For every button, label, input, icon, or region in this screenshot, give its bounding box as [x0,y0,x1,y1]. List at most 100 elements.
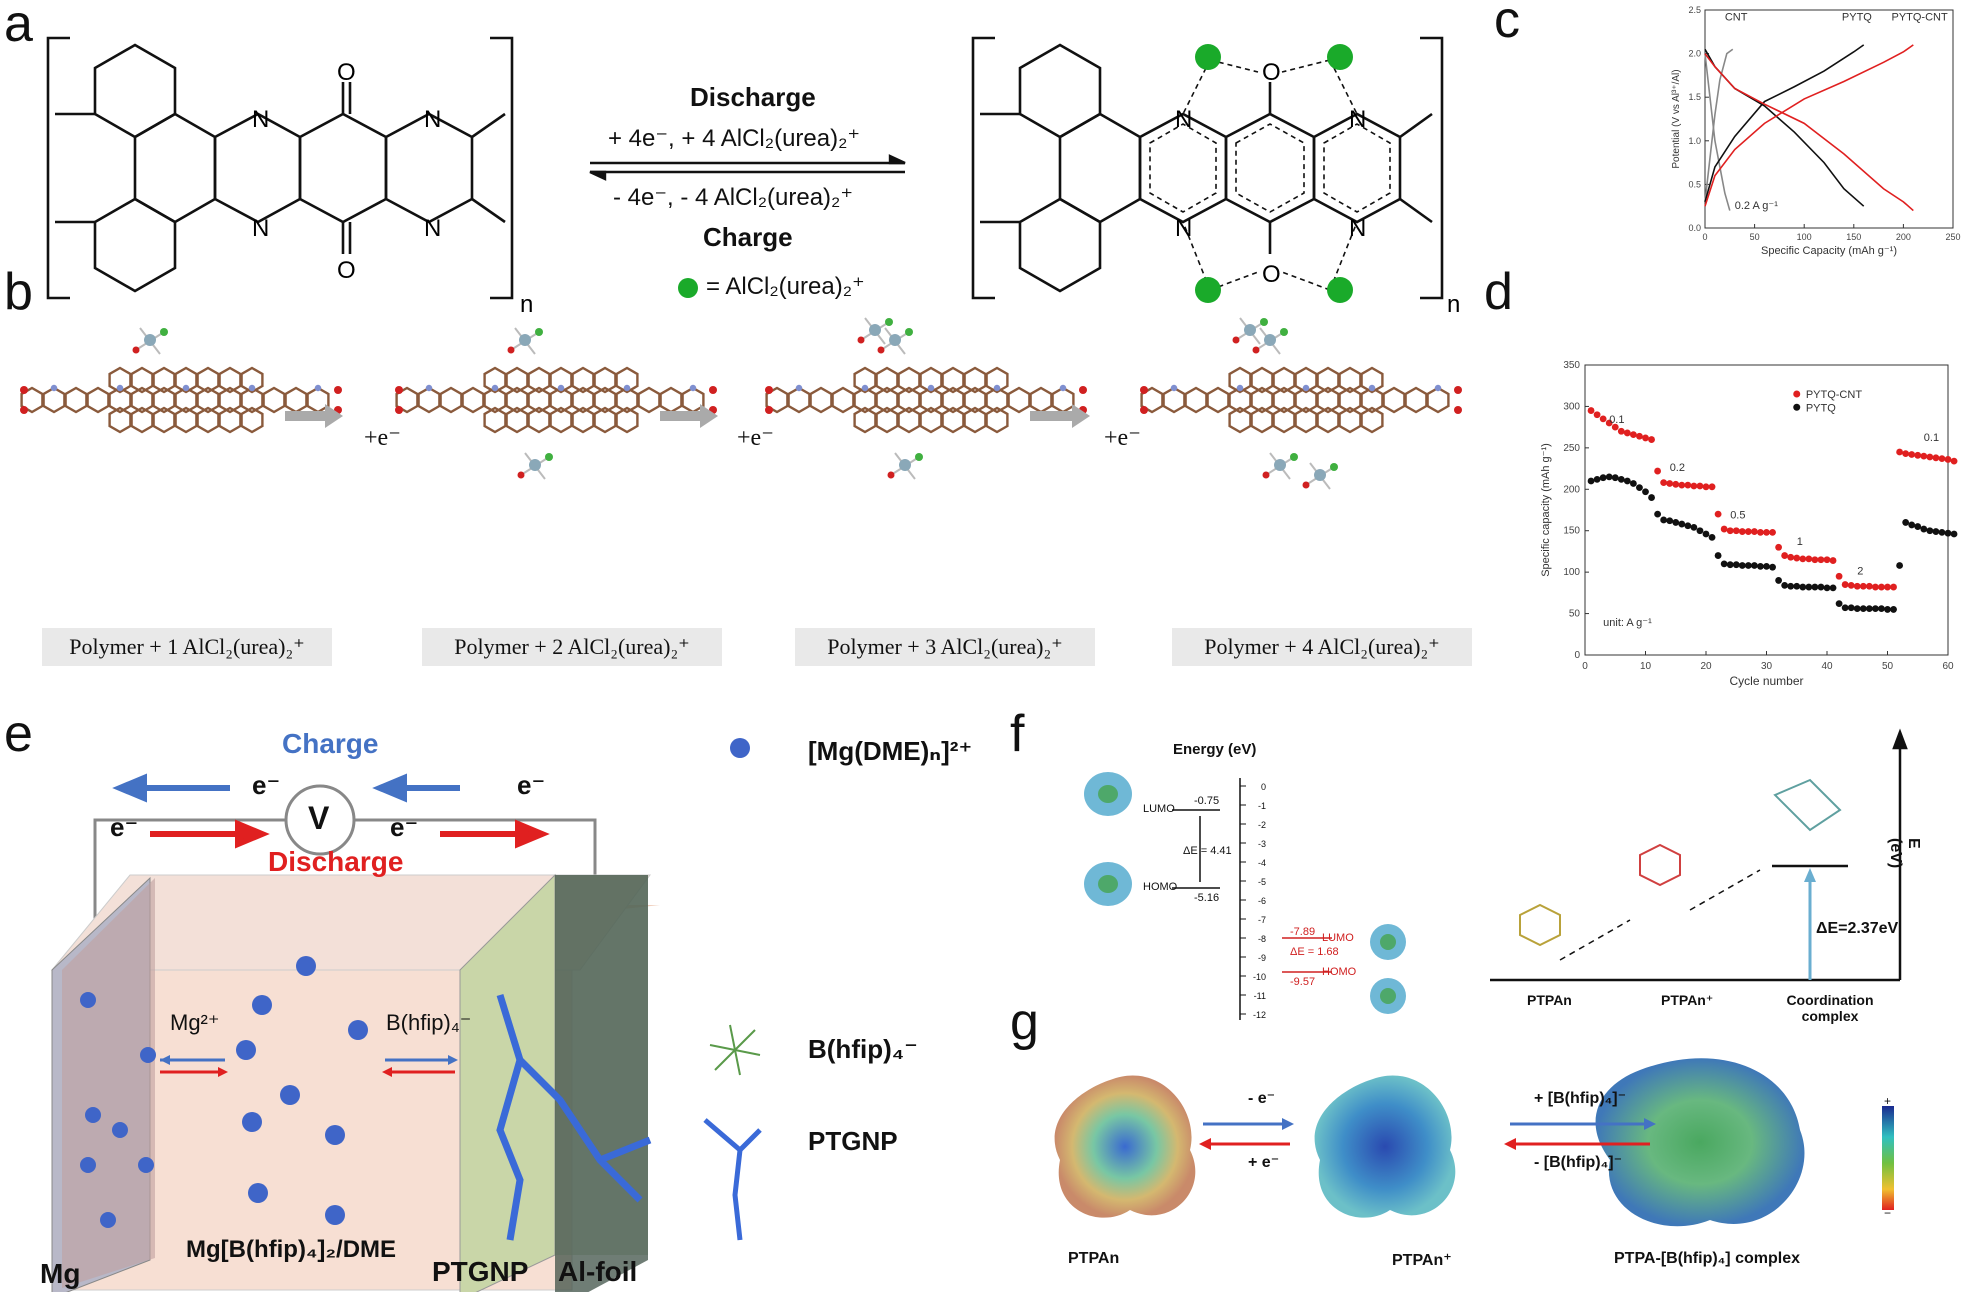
charge-title: Charge [282,728,379,759]
data-point [1823,584,1831,592]
hex-ring [787,386,811,414]
data-point [1751,528,1758,535]
data-point [1950,530,1958,538]
data-point [1587,477,1595,485]
data-point [1702,530,1710,538]
data-point [1890,606,1897,613]
energy-tick-label: -3 [1258,839,1266,849]
data-point [1829,584,1837,592]
data-point [1708,483,1716,491]
o-atom [132,346,140,354]
al-complex-dot [1327,277,1353,303]
n-atom [861,384,869,392]
homo-label-1: HOMO [1143,881,1178,893]
data-point [1847,604,1855,612]
plot-frame [1704,9,1954,229]
legend-marker [1793,403,1801,411]
atom-n: N [252,215,269,242]
g-arrow2-bottom: - [B(hfip)₄]⁻ [1534,1154,1623,1171]
o-atom [1262,471,1270,479]
lumo-label-1: LUMO [1143,803,1175,815]
panel-label-c: c [1494,0,1520,49]
n-atom [1236,384,1244,392]
data-point [1944,529,1952,537]
gap-value-1: ΔE = 4.41 [1183,845,1232,857]
atom-o: O [337,59,356,86]
data-point [1896,562,1903,569]
x-tick-label: 100 [1797,232,1812,242]
charge-label: Charge [703,222,793,252]
data-point [1654,467,1661,475]
ptgnp-chain [496,993,652,1241]
g-arrow2-top: + [B(hfip)₄]⁻ [1534,1090,1627,1107]
data-point [1878,583,1885,591]
y-tick-label: 2.5 [1688,5,1701,15]
hex-ring [1404,386,1428,414]
product-structure [971,36,1444,300]
x-tick-label: 10 [1640,661,1652,672]
data-point [1648,494,1655,501]
hex-ring [174,406,198,434]
o-atom [1232,336,1240,344]
n-atom [795,384,803,392]
energy-axis-title: Energy (eV) [1173,741,1257,758]
hex-ring [831,386,855,414]
data-point [1884,583,1891,591]
data-point [1720,560,1728,568]
data-point [1938,528,1946,536]
ptpa-molecules [1519,778,1842,947]
atom-n: N [1349,106,1366,133]
data-point [1938,455,1946,463]
o-atom [1079,386,1087,394]
n-atom [1368,384,1376,392]
energy-tick-label: -4 [1258,858,1266,868]
legend-dot [678,278,698,298]
atom-o: O [337,257,356,284]
hex-ring [1382,386,1406,414]
data-point [1738,528,1746,535]
hex-ring [152,366,176,394]
legend-label: PYTQ [1806,402,1836,414]
data-point [1823,556,1831,564]
hex-ring [108,366,132,394]
hex-ring [809,386,833,414]
data-point [1714,510,1722,518]
data-point [1829,557,1837,564]
hex-ring [218,366,242,394]
rate-label: 2 [1857,566,1863,578]
data-point [1775,543,1782,551]
data-point [1799,583,1807,591]
electron-label: e⁻ [517,770,546,800]
energy-tick-label: -8 [1258,934,1266,944]
alcl2-urea-complex [517,452,553,480]
data-point [1623,429,1631,437]
hex-ring [615,366,639,394]
n-atom [1170,384,1178,392]
lumo-label-2: LUMO [1322,932,1354,944]
data-point [1714,552,1722,559]
cl-atom [1280,328,1288,336]
battery-schematic [50,738,762,1292]
hex-ring [108,406,132,434]
data-point [1593,411,1601,419]
hex-ring [615,406,639,434]
mg-ion-dots [80,956,368,1228]
legend-ptgnp: PTGNP [808,1126,898,1156]
atom-n: N [252,106,269,133]
legend-anion: B(hfip)₄⁻ [808,1034,918,1064]
polymer-snapshot [765,366,1087,434]
discharge-title: Discharge [268,846,404,877]
hex-ring [1051,386,1075,414]
cl-atom [1260,318,1268,326]
y-tick-label: 300 [1563,401,1580,412]
al-atom [889,334,901,346]
y-tick-label: 0.5 [1688,179,1701,189]
atom-n: N [1175,106,1192,133]
al-complex-dot [1195,44,1221,70]
hex-ring [196,406,220,434]
data-point [1660,516,1668,524]
hex-ring [985,366,1009,394]
energy-tick-label: -10 [1253,972,1266,982]
y-tick-label: 350 [1563,360,1580,371]
alcl2-urea-complex [1232,317,1268,345]
